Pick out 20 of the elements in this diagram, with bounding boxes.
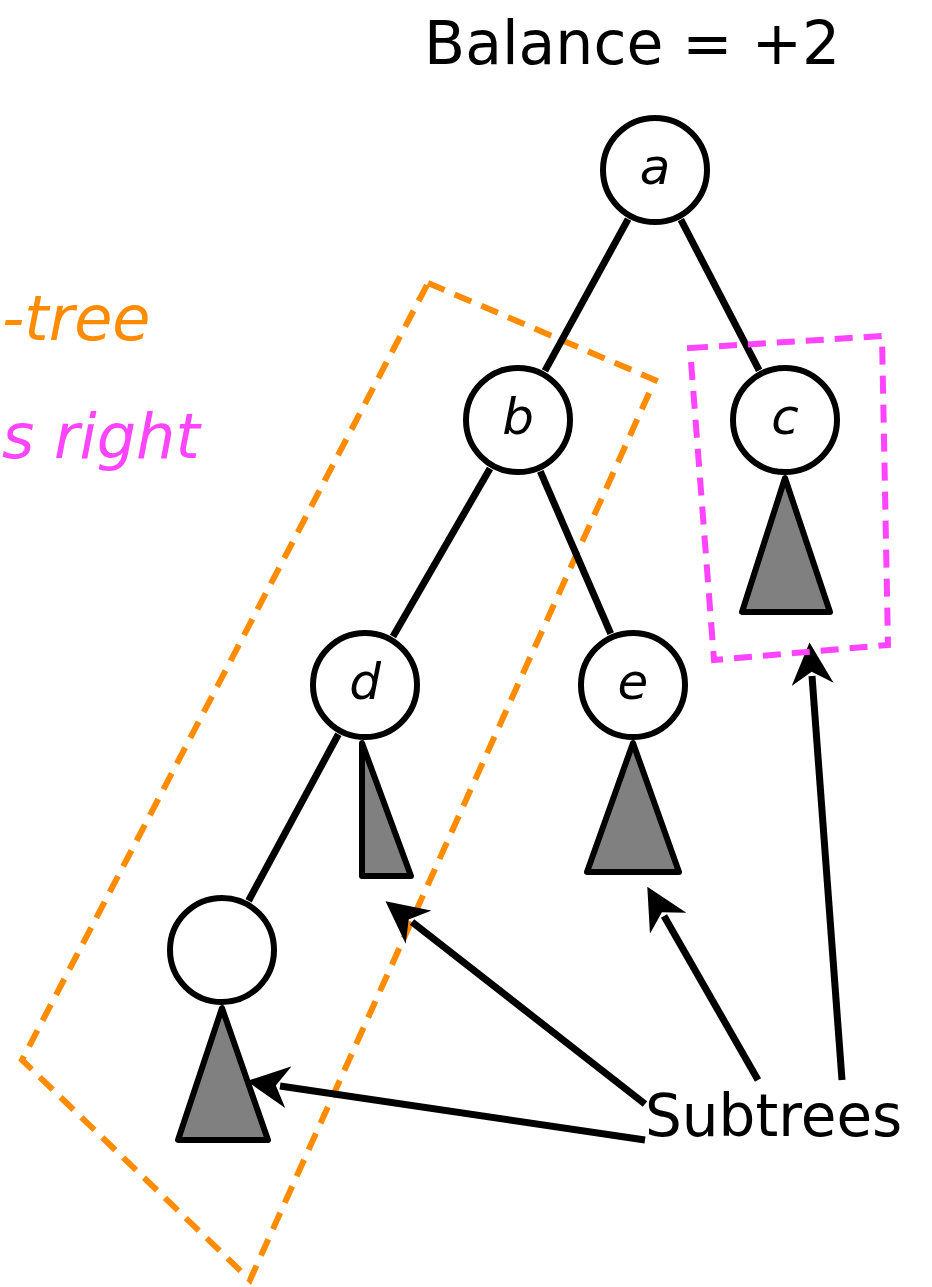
- node-letter: d: [349, 657, 381, 707]
- arrow: [385, 901, 648, 1107]
- node-letter: a: [639, 142, 671, 192]
- subtree-triangle: [738, 478, 834, 616]
- subtree-triangle: [358, 743, 415, 880]
- title: Balance = +2: [424, 8, 841, 78]
- tree-edge: [245, 732, 342, 903]
- subtree-triangle: [583, 743, 683, 876]
- subtree-triangle: [174, 1008, 272, 1144]
- tree-edge: [677, 218, 763, 372]
- side-note: -tree: [2, 282, 151, 355]
- arrow: [791, 642, 846, 1081]
- node-letter: e: [617, 657, 649, 707]
- tree-edge: [389, 466, 494, 639]
- arrow: [647, 886, 762, 1082]
- node-letter: c: [771, 392, 799, 442]
- node-letter: b: [502, 392, 534, 442]
- side-note: s right: [2, 400, 200, 473]
- subtrees-label: Subtrees: [645, 1081, 904, 1152]
- tree-edge: [537, 469, 614, 636]
